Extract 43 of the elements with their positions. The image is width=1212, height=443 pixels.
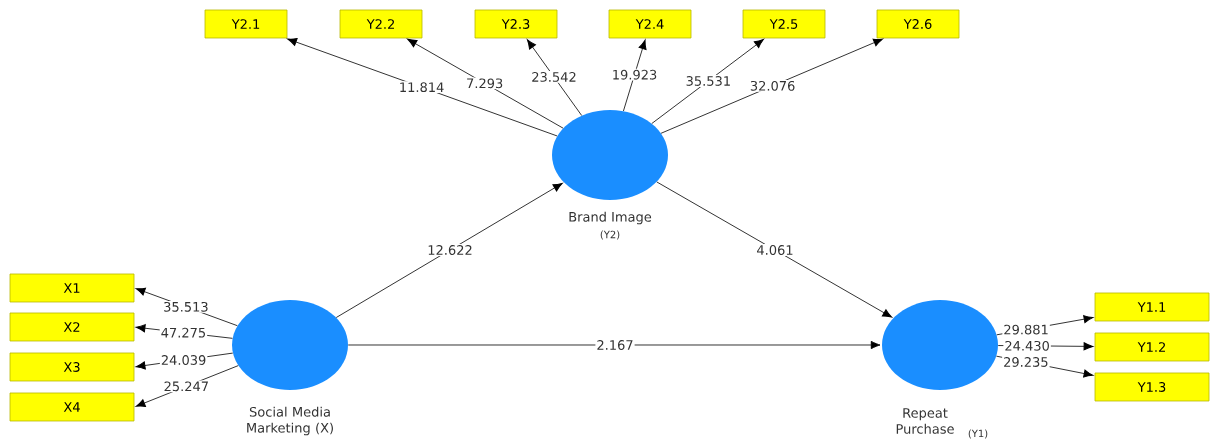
construct-label: Brand Image [569,211,652,225]
indicator-box: Y1.3 [1094,372,1210,402]
edge-label: 47.275 [159,326,208,339]
arrow [656,181,893,318]
indicator-box: Y1.1 [1094,292,1210,322]
construct-code: (Y1) [968,429,988,439]
edge-label: 35.531 [684,75,733,87]
arrow [347,340,881,350]
indicator-box: Y2.6 [876,9,960,39]
indicator-box: Y2.5 [742,9,826,39]
edge-label: 19.923 [610,68,659,81]
indicator-box: X1 [9,273,135,303]
edge-label: 35.513 [162,300,210,313]
indicator-box: Y2.2 [339,9,423,39]
arrow [526,39,583,116]
indicator-box: X4 [9,392,135,422]
construct-label: Repeat Purchase [896,408,954,434]
arrow [651,39,764,125]
indicator-box: Y2.3 [474,9,558,39]
indicator-box: Y2.4 [608,9,692,39]
construct-label: Social Media Marketing (X) [247,406,333,436]
arrow [407,38,564,129]
edge-label: 7.293 [465,77,505,90]
edge-label: 11.814 [397,81,446,94]
arrow [660,38,883,134]
edge-label: 24.039 [159,354,208,366]
indicator-box: Y1.2 [1094,332,1210,362]
edge-label: 25.247 [162,380,211,393]
edge-label: 29.235 [1002,356,1050,368]
edge-label: 23.542 [530,71,578,83]
edge-label: 24.430 [1003,339,1051,352]
arrow [287,38,558,137]
edge-label: 32.076 [748,79,797,92]
edge-label: 12.622 [426,244,474,256]
edge-label: 4.061 [755,244,795,256]
construct-code: (Y2) [600,230,620,240]
edge-label: 2.167 [595,339,635,351]
indicator-box: X2 [9,312,135,342]
arrow [622,39,647,112]
edge-label: 29.881 [1002,323,1050,336]
indicator-box: X3 [9,352,135,382]
arrow [335,182,563,319]
indicator-box: Y2.1 [204,9,288,39]
